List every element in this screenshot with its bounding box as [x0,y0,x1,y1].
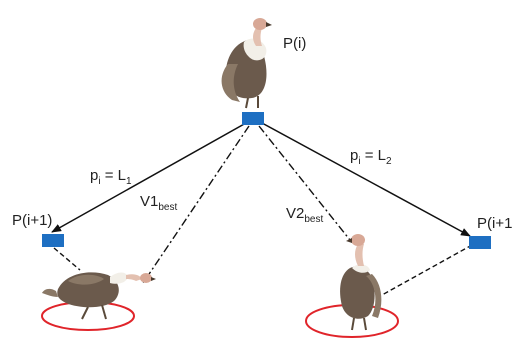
node-square-icon [469,236,491,249]
edge-label-right-prob-base-sub: i [358,156,360,167]
vulture-icon [340,234,382,331]
edge-dashed-left [53,247,81,271]
node-label-left: P(i+1) [12,212,52,229]
edge-label-v1best: V1best [140,193,177,213]
edge-arrow-right [261,122,471,237]
node-square-icon [242,112,264,125]
edge-label-left-prob-eq: = L [101,167,126,184]
edge-label-v1best-base: V1 [140,193,158,210]
node-label-right: P(i+1 [477,215,512,232]
vulture-icon [42,272,156,320]
edge-label-v2best-sub: best [304,214,323,225]
node-square-icon [42,234,64,247]
edge-label-left-prob-eq-sub: 1 [126,176,132,187]
edge-label-left-prob: pi = L1 [90,167,132,187]
edge-label-left-prob-base-sub: i [98,176,100,187]
vulture-icon [221,18,272,109]
edge-label-right-prob: pi = L2 [350,147,392,167]
edge-label-right-prob-base: p [350,147,358,164]
edge-label-v1best-sub: best [158,202,177,213]
edge-dashed-right [381,244,473,296]
node-label-top: P(i) [283,35,306,52]
edge-arrow-left [51,122,247,233]
edge-label-v2best-base: V2 [286,205,304,222]
edge-label-right-prob-eq: = L [361,147,386,164]
edge-label-v2best: V2best [286,205,323,225]
edge-label-left-prob-base: p [90,167,98,184]
edge-label-right-prob-eq-sub: 2 [386,156,392,167]
